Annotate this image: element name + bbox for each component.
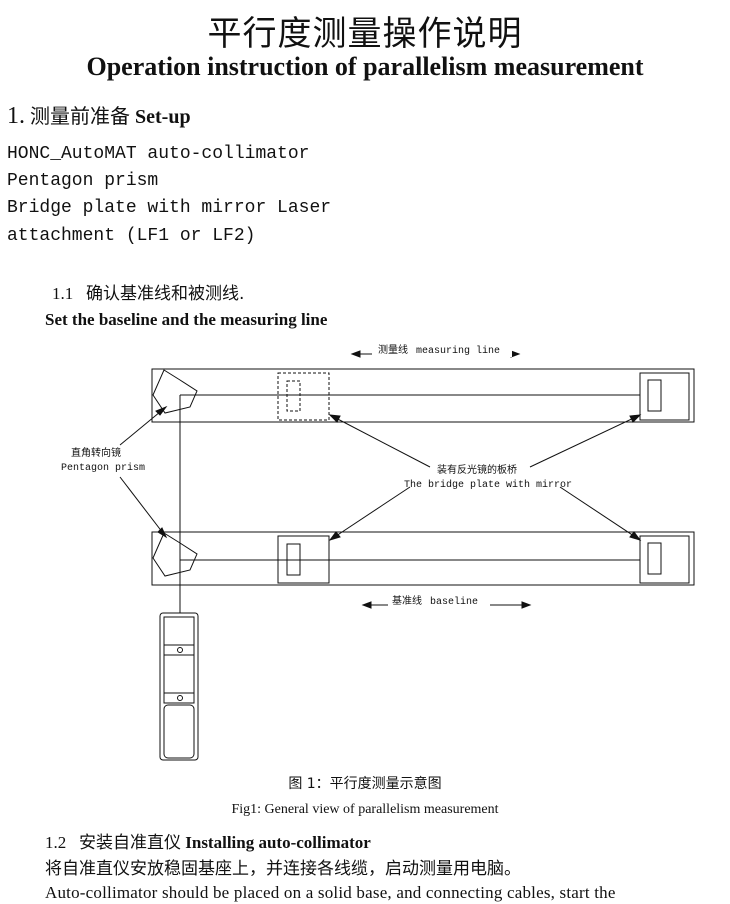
page-title-cn: 平行度测量操作说明 bbox=[207, 14, 523, 54]
section-1-number: 1. bbox=[7, 103, 25, 129]
subsection-1-2-heading: 1.2 安装自准直仪 Installing auto-collimator bbox=[45, 828, 371, 853]
baseline-rail bbox=[151, 531, 695, 586]
leader-bridge-2 bbox=[529, 414, 641, 468]
bridge-plate-mirror bbox=[647, 379, 662, 412]
arrowhead bbox=[155, 405, 168, 416]
bridge-plate-mirror bbox=[286, 380, 301, 412]
leader-bridge-3 bbox=[329, 486, 411, 541]
subsection-1-1-heading: 1.1 确认基准线和被测线. bbox=[52, 279, 244, 304]
leader-pentagon-bottom bbox=[119, 476, 167, 538]
figure-caption-en: Fig1: General view of parallelism measur… bbox=[231, 802, 499, 817]
subsection-1-2-title-cn: 安装自准直仪 bbox=[79, 833, 181, 853]
collimator-screw bbox=[177, 647, 183, 653]
label-bg bbox=[388, 594, 490, 608]
arrowhead bbox=[521, 601, 532, 609]
arrowhead bbox=[328, 531, 341, 541]
pentagon-prism-top bbox=[152, 369, 198, 414]
collimator-screw bbox=[177, 695, 183, 701]
collimator-housing bbox=[163, 616, 195, 646]
equipment-item: attachment (LF1 or LF2) bbox=[7, 226, 256, 246]
arrowhead bbox=[510, 350, 521, 358]
page-title-en: Operation instruction of parallelism mea… bbox=[86, 52, 644, 81]
collimator-base bbox=[163, 704, 195, 759]
label-bg bbox=[372, 343, 512, 357]
collimator-ring bbox=[163, 644, 195, 656]
bridge-plate-mirror bbox=[647, 542, 662, 575]
bridge-label-cn: 装有反光镜的板桥 bbox=[437, 463, 517, 476]
paragraph-cn: 将自准直仪安放稳固基座上，并连接各线缆，启动测量用电脑。 bbox=[45, 859, 521, 879]
pentagon-label-cn: 直角转向镜 bbox=[71, 446, 121, 459]
equipment-item: HONC_AutoMAT auto-collimator bbox=[7, 144, 310, 164]
arrowhead bbox=[629, 531, 642, 541]
auto-collimator bbox=[159, 612, 199, 761]
bridge-label-en: The bridge plate with mirror bbox=[404, 479, 572, 491]
pentagon-prism-bottom bbox=[152, 532, 198, 577]
leader-bridge-4 bbox=[559, 486, 641, 541]
section-1-title-en: Set-up bbox=[135, 106, 191, 128]
leader-bridge-1 bbox=[329, 414, 431, 468]
arrowhead bbox=[629, 414, 642, 423]
bridge-plate-baseline-end bbox=[639, 535, 690, 584]
measuring-line-rail bbox=[151, 368, 695, 423]
arrowhead bbox=[157, 527, 168, 539]
collimator-ring bbox=[163, 692, 195, 704]
arrowhead bbox=[328, 414, 341, 423]
section-1-title-cn: 测量前准备 bbox=[30, 104, 130, 128]
figure-caption-cn: 图 1：平行度测量示意图 bbox=[288, 776, 442, 792]
subsection-1-1-title-en: Set the baseline and the measuring line bbox=[45, 310, 328, 329]
pentagon-label-en: Pentagon prism bbox=[61, 462, 145, 474]
arrowhead bbox=[350, 350, 361, 358]
subsection-1-1-title-cn: 确认基准线和被测线. bbox=[86, 284, 245, 304]
equipment-item: Bridge plate with mirror Laser bbox=[7, 198, 332, 218]
arrowhead bbox=[361, 601, 372, 609]
paragraph-en: Auto-collimator should be placed on a so… bbox=[45, 883, 616, 902]
equipment-item: Pentagon prism bbox=[7, 171, 159, 191]
collimator-tube bbox=[163, 654, 195, 694]
subsection-1-1-number: 1.1 bbox=[52, 284, 74, 303]
bridge-plate-measuring-end bbox=[639, 372, 690, 421]
subsection-1-2-number: 1.2 bbox=[45, 833, 67, 852]
section-1-heading: 1. 测量前准备 Set-up bbox=[7, 100, 191, 130]
bridge-plate-measuring-start bbox=[277, 372, 330, 421]
subsection-1-2-title-en: Installing auto-collimator bbox=[185, 833, 371, 852]
